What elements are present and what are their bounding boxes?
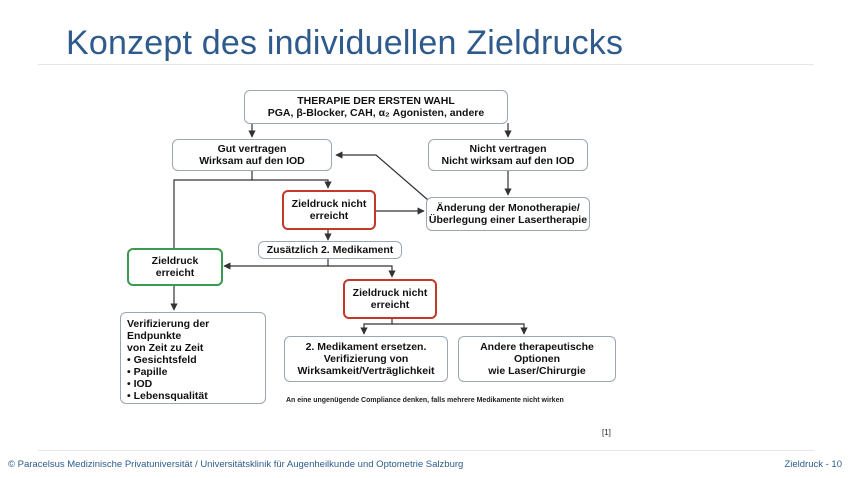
connector-gut-split [173, 170, 253, 250]
box-zieldruck-nicht-erreicht-2: Zieldruck nicht erreicht [343, 279, 437, 319]
box-zieldruck-nicht-erreicht-1: Zieldruck nicht erreicht [282, 190, 376, 230]
box-verifizierung-endpunkte: Verifizierung der Endpunkte von Zeit zu … [120, 312, 266, 404]
footer-page-number: Zieldruck - 10 [784, 459, 842, 470]
box-aenderung-monotherapie: Änderung der Monotherapie/ Überlegung ei… [426, 197, 590, 231]
connector-zdn2-split [360, 318, 393, 335]
footer-divider [38, 450, 814, 451]
box-gut-vertragen: Gut vertragen Wirksam auf den IOD [172, 139, 332, 171]
box-nicht-vertragen: Nicht vertragen Nicht wirksam auf den IO… [428, 139, 588, 171]
connector-zdn2-andere [392, 323, 528, 335]
box-therapie: THERAPIE DER ERSTEN WAHL PGA, β-Blocker,… [244, 90, 508, 124]
compliance-note: An eine ungenügende Compliance denken, f… [286, 397, 564, 404]
connector-aenderung-gut [335, 151, 429, 201]
slide-title: Konzept des individuellen Zieldrucks [66, 24, 624, 62]
box-zusaetzlich-medikament: Zusätzlich 2. Medikament [258, 241, 402, 259]
box-medikament-ersetzen: 2. Medikament ersetzen. Verifizierung vo… [284, 336, 448, 382]
connector-zusaetzlich-zdn2 [328, 265, 396, 278]
box-andere-optionen: Andere therapeutische Optionen wie Laser… [458, 336, 616, 382]
title-divider [38, 64, 814, 65]
box-zieldruck-erreicht: Zieldruck erreicht [127, 248, 223, 286]
reference-marker: [1] [602, 428, 611, 437]
footer-copyright: © Paracelsus Medizinische Privatuniversi… [8, 459, 464, 470]
connector-zusaetzlich-erreicht [223, 258, 329, 270]
connector-gut-zdn1 [252, 179, 332, 189]
